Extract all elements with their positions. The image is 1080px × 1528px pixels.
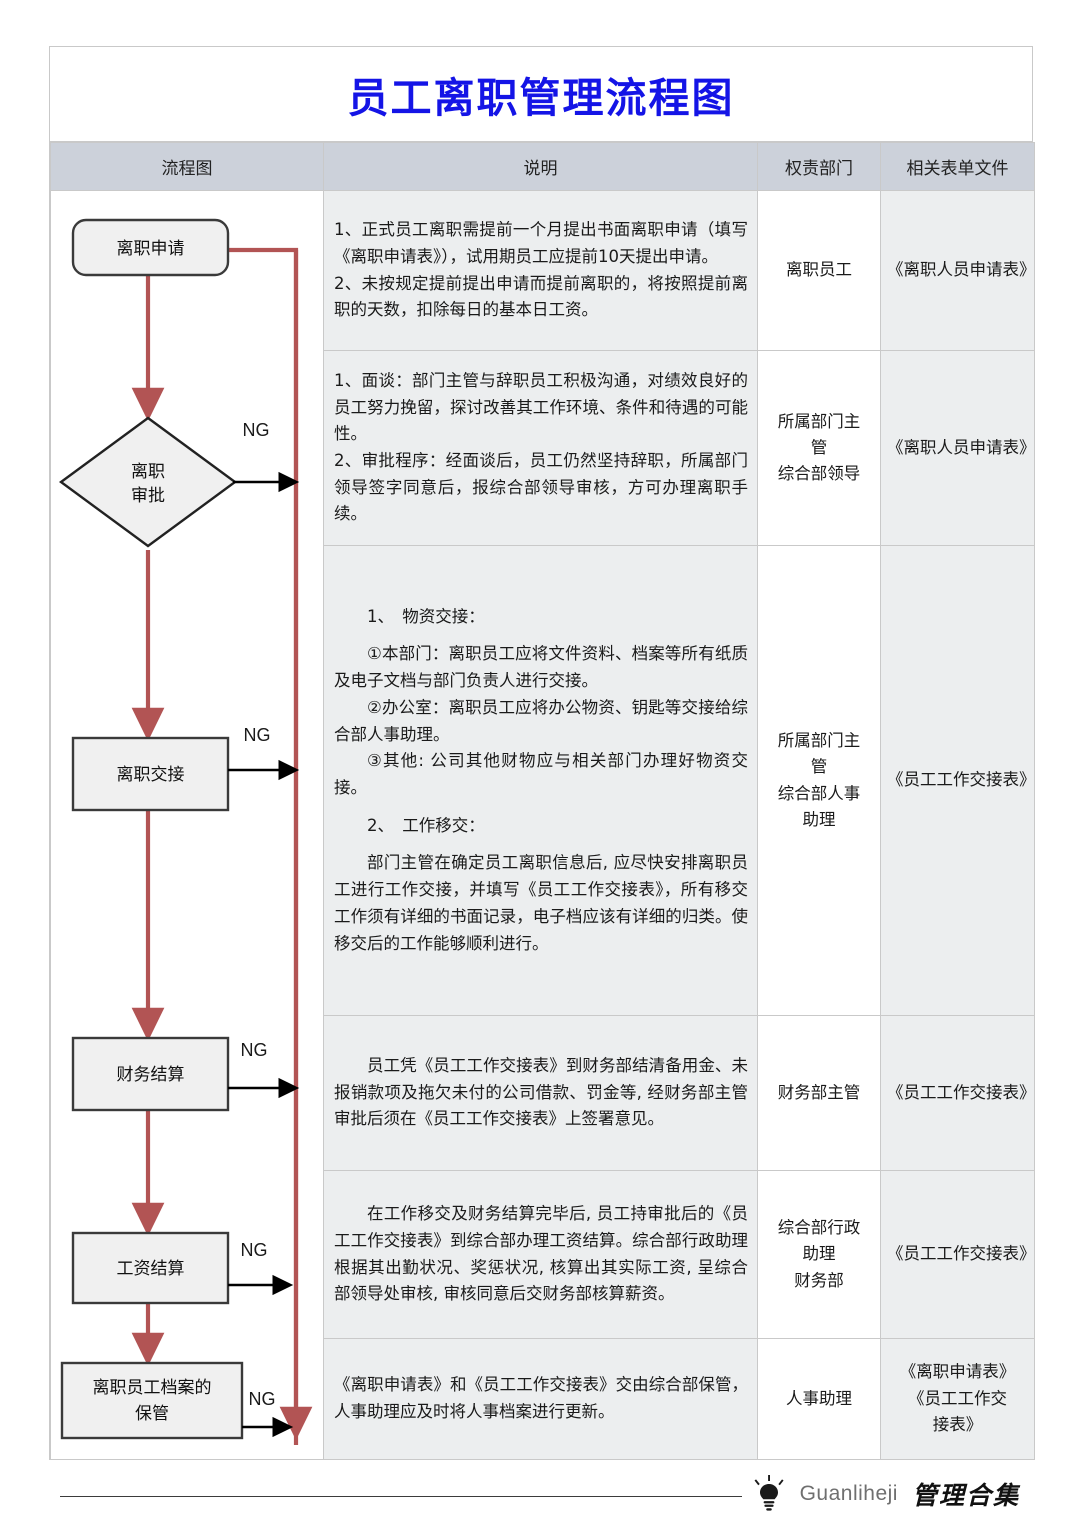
desc-line: 2、未按规定提前提出申请而提前离职的，将按照提前离职的天数，扣除每日的基本日工资… bbox=[334, 273, 748, 320]
footer-divider bbox=[60, 1495, 742, 1497]
form-cell: 《离职人员申请表》 bbox=[880, 190, 1036, 351]
description-cell: 员工凭《员工工作交接表》到财务部结清备用金、未报销款项及拖欠未付的公司借款、罚金… bbox=[323, 1015, 758, 1171]
desc-line: ①本部门：离职员工应将文件资料、档案等所有纸质及电子文档与部门负责人进行交接。 bbox=[334, 644, 748, 691]
dept-line: 综合部行政 bbox=[777, 1218, 861, 1238]
table-row: 员工凭《员工工作交接表》到财务部结清备用金、未报销款项及拖欠未付的公司借款、罚金… bbox=[51, 1015, 1036, 1171]
form-cell: 《员工工作交接表》 bbox=[880, 545, 1036, 1016]
col-header-flowchart: 流程图 bbox=[50, 142, 324, 191]
table-header-row: 流程图 说明 权责部门 相关表单文件 bbox=[50, 142, 1035, 191]
desc-line: 在工作移交及财务结算完毕后, 员工持审批后的《员工工作交接表》到综合部办理工资结… bbox=[334, 1204, 748, 1304]
brand-name-en: Guanliheji bbox=[799, 1482, 898, 1505]
page-title: 员工离职管理流程图 bbox=[347, 74, 735, 122]
col-header-department: 权责部门 bbox=[757, 142, 881, 191]
form-cell: 《员工工作交接表》 bbox=[880, 1015, 1036, 1171]
dept-line: 所属部门主 bbox=[777, 731, 861, 751]
department-cell: 离职员工 bbox=[757, 190, 881, 351]
form-cell: 《员工工作交接表》 bbox=[880, 1170, 1036, 1339]
desc-line: 2、审批程序：经面谈后，员工仍然坚持辞职，所属部门领导签字同意后，报综合部领导审… bbox=[334, 451, 748, 524]
table-row: 1、 物资交接： ①本部门：离职员工应将文件资料、档案等所有纸质及电子文档与部门… bbox=[51, 545, 1036, 1016]
desc-line: 员工凭《员工工作交接表》到财务部结清备用金、未报销款项及拖欠未付的公司借款、罚金… bbox=[334, 1055, 748, 1129]
desc-line: 1、 物资交接： bbox=[367, 606, 485, 626]
department-cell: 财务部主管 bbox=[757, 1015, 881, 1171]
dept-line: 财务部 bbox=[794, 1270, 844, 1290]
desc-line: 1、正式员工离职需提前一个月提出书面离职申请（填写《离职申请表》），试用期员工应… bbox=[334, 220, 748, 266]
col-header-form: 相关表单文件 bbox=[880, 142, 1035, 191]
dept-line: 所属部门主 bbox=[777, 411, 861, 431]
desc-line: 部门主管在确定员工离职信息后, 应尽快安排离职员工进行工作交接，并填写《员工工作… bbox=[334, 853, 748, 953]
form-cell: 《离职申请表》 《员工工作交 接表》 bbox=[880, 1338, 1035, 1460]
dept-line: 助理 bbox=[802, 1244, 836, 1264]
col-header-description: 说明 bbox=[323, 142, 758, 191]
form-cell: 《离职人员申请表》 bbox=[880, 350, 1036, 546]
brand-name-cn: 管理合集 bbox=[911, 1481, 1020, 1510]
department-cell: 所属部门主 管 综合部人事 助理 bbox=[757, 545, 881, 1016]
department-cell: 人事助理 bbox=[757, 1338, 881, 1460]
flowchart-cell bbox=[50, 190, 324, 1460]
form-line: 《员工工作交 bbox=[908, 1388, 1007, 1408]
desc-line: 1、面谈：部门主管与辞职员工积极沟通，对绩效良好的员工努力挽留，探讨改善其工作环… bbox=[334, 370, 748, 444]
form-line: 《离职申请表》 bbox=[899, 1362, 1016, 1382]
lightbulb-icon bbox=[754, 1475, 784, 1511]
document-frame: 员工离职管理流程图 流程图 说明 权责部门 相关表单文件 1、正式员工 bbox=[49, 46, 1036, 1460]
dept-line: 助理 bbox=[802, 809, 836, 829]
dept-line: 综合部人事 bbox=[777, 783, 861, 803]
desc-line: ②办公室：离职员工应将办公物资、钥匙等交接给综合部人事助理。 bbox=[334, 697, 748, 744]
title-band: 员工离职管理流程图 bbox=[50, 47, 1032, 142]
description-cell: 1、面谈：部门主管与辞职员工积极沟通，对绩效良好的员工努力挽留，探讨改善其工作环… bbox=[323, 350, 758, 546]
description-cell: 在工作移交及财务结算完毕后, 员工持审批后的《员工工作交接表》到综合部办理工资结… bbox=[323, 1170, 758, 1339]
table-row: 1、正式员工离职需提前一个月提出书面离职申请（填写《离职申请表》），试用期员工应… bbox=[50, 190, 1036, 1460]
process-table: 流程图 说明 权责部门 相关表单文件 1、正式员工离职需提前一个月提出书面离职申… bbox=[50, 142, 1036, 1460]
dept-line: 综合部领导 bbox=[777, 464, 861, 484]
desc-line: ③其他: 公司其他财物应与相关部门办理好物资交接。 bbox=[334, 751, 748, 797]
form-line: 接表》 bbox=[932, 1415, 983, 1435]
dept-line: 管 bbox=[810, 437, 828, 457]
description-cell: 《离职申请表》和《员工工作交接表》交由综合部保管，人事助理应及时将人事档案进行更… bbox=[323, 1338, 758, 1460]
department-cell: 所属部门主 管 综合部领导 bbox=[757, 350, 881, 546]
desc-line: 《离职申请表》和《员工工作交接表》交由综合部保管，人事助理应及时将人事档案进行更… bbox=[334, 1375, 748, 1421]
dept-line: 管 bbox=[810, 757, 828, 777]
description-cell: 1、正式员工离职需提前一个月提出书面离职申请（填写《离职申请表》），试用期员工应… bbox=[323, 190, 758, 351]
description-cell: 1、 物资交接： ①本部门：离职员工应将文件资料、档案等所有纸质及电子文档与部门… bbox=[323, 545, 758, 1016]
footer-watermark: Guanliheji 管理合集 bbox=[60, 1470, 1020, 1518]
table-row: 1、面谈：部门主管与辞职员工积极沟通，对绩效良好的员工努力挽留，探讨改善其工作环… bbox=[51, 350, 1036, 546]
table-row: 《离职申请表》和《员工工作交接表》交由综合部保管，人事助理应及时将人事档案进行更… bbox=[51, 1338, 1035, 1460]
department-cell: 综合部行政 助理 财务部 bbox=[757, 1170, 881, 1339]
desc-line: 2、 工作移交： bbox=[367, 815, 485, 835]
